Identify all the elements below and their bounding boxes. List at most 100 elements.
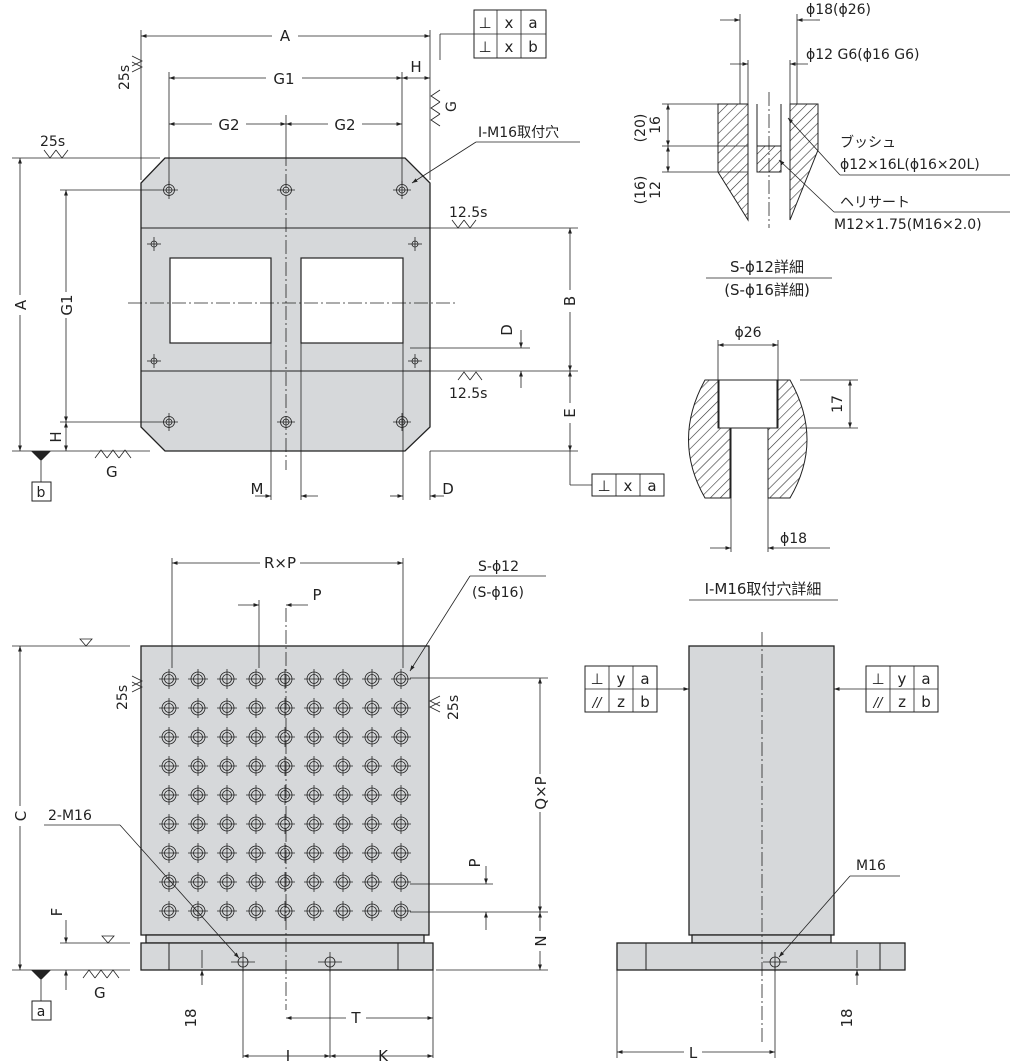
dim-g2-right: G2 (334, 116, 355, 134)
dim-g2-left: G2 (218, 116, 239, 134)
datum-a: a (37, 1004, 46, 1020)
surface-25s-top: 25s (117, 65, 133, 90)
grid-hole (362, 727, 382, 747)
surface-125s-lower: 12.5s (449, 386, 487, 402)
grid-hole (275, 698, 295, 718)
dim-l: L (689, 1044, 698, 1061)
dim-a-left: A (12, 299, 30, 310)
grid-hole (217, 756, 237, 776)
svg-text:ヘリサート: ヘリサート (840, 195, 910, 211)
grid-hole (304, 669, 324, 689)
grid-hole (217, 669, 237, 689)
grid-hole (333, 756, 353, 776)
svg-text:18: 18 (838, 1008, 856, 1027)
svg-text:y: y (617, 670, 626, 688)
dim-b: B (561, 296, 579, 306)
grid-hole (362, 756, 382, 776)
grid-hole (188, 669, 208, 689)
grid-hole (304, 698, 324, 718)
mount-hole-label: I-M16取付穴 (478, 125, 559, 141)
dim-t: T (350, 1009, 361, 1027)
mount-holes (147, 181, 422, 431)
front-base (140, 942, 434, 971)
dim-j: J (285, 1047, 290, 1061)
svg-text:b: b (640, 693, 650, 711)
tolerance-frame-side-left: ⊥ y a // z b (584, 665, 689, 713)
grid-hole (188, 785, 208, 805)
grid-hole (246, 872, 266, 892)
side-base (616, 942, 906, 971)
grid-hole (304, 785, 324, 805)
grid-hole (333, 785, 353, 805)
grid-hole (188, 901, 208, 921)
surface-125s-upper: 12.5s (449, 205, 487, 221)
grid-hole (362, 901, 382, 921)
dim-d-right: D (498, 324, 516, 336)
grid-hole (275, 901, 295, 921)
side-view: M16 ⊥ y a // z b ⊥ y a // z b (584, 632, 939, 1061)
dim-a-top: A (280, 27, 291, 45)
grid-hole (159, 814, 179, 834)
grid-hole (246, 785, 266, 805)
svg-text:ブッシュ: ブッシュ (840, 134, 896, 151)
grid-hole (246, 814, 266, 834)
grid-hole (159, 872, 179, 892)
svg-text:a: a (647, 477, 656, 495)
grid-hole (275, 727, 295, 747)
dim-p-top: P (312, 586, 321, 604)
tolerance-frame-mid: ⊥ x a (591, 473, 665, 497)
grid-hole (391, 843, 411, 863)
grid-hole (217, 727, 237, 747)
grid-hole (217, 872, 237, 892)
svg-text:⊥: ⊥ (871, 670, 884, 688)
grid-hole (246, 901, 266, 921)
grid-hole (391, 698, 411, 718)
grid-hole (391, 814, 411, 834)
grid-hole (188, 698, 208, 718)
grid-hole (188, 872, 208, 892)
grid-hole (362, 698, 382, 718)
grid-hole (333, 727, 353, 747)
phi18-label: ϕ18 (780, 531, 807, 547)
svg-text:25s: 25s (115, 685, 131, 710)
svg-text://: // (873, 696, 884, 711)
window-right (300, 257, 404, 344)
svg-text:z: z (617, 693, 625, 711)
grid-hole (362, 669, 382, 689)
grid-hole (275, 785, 295, 805)
tolerance-frame-side-right: ⊥ y a // z b (834, 665, 939, 713)
grid-hole (391, 727, 411, 747)
dim-m: M (251, 480, 264, 498)
detail-s12-title: S-ϕ12詳細 (730, 258, 804, 276)
grid-hole (188, 756, 208, 776)
dim-e: E (561, 408, 579, 417)
grid-hole (246, 669, 266, 689)
top-view: A G1 G2 G2 H A G1 H B E D M D 25s 25s 12… (10, 9, 665, 502)
dim-d-bottom: D (442, 480, 454, 498)
svg-text:a: a (528, 14, 537, 32)
svg-text:b: b (921, 693, 931, 711)
dim-g1-top: G1 (273, 70, 294, 88)
m16-2-label: 2-M16 (48, 808, 92, 824)
grid-hole (362, 872, 382, 892)
grid-hole (159, 901, 179, 921)
svg-text:12: 12 (648, 181, 664, 199)
dim-f: F (48, 908, 66, 917)
hole-grid (159, 669, 411, 921)
grid-hole (217, 843, 237, 863)
grid-hole (246, 756, 266, 776)
detail-mount-title: I-M16取付穴詳細 (705, 580, 822, 598)
grid-hole (304, 901, 324, 921)
grid-hole (391, 756, 411, 776)
grid-hole (246, 727, 266, 747)
grid-hole (391, 872, 411, 892)
dim-g-front: G (94, 984, 106, 1002)
svg-text:⊥: ⊥ (590, 670, 603, 688)
window-left (169, 257, 272, 344)
svg-text:z: z (898, 693, 906, 711)
dim-g-bottom: G (106, 463, 118, 481)
svg-text://: // (592, 696, 603, 711)
grid-hole (159, 756, 179, 776)
front-view: R×P P Q×P P N C F G a 25s (10, 554, 551, 1061)
